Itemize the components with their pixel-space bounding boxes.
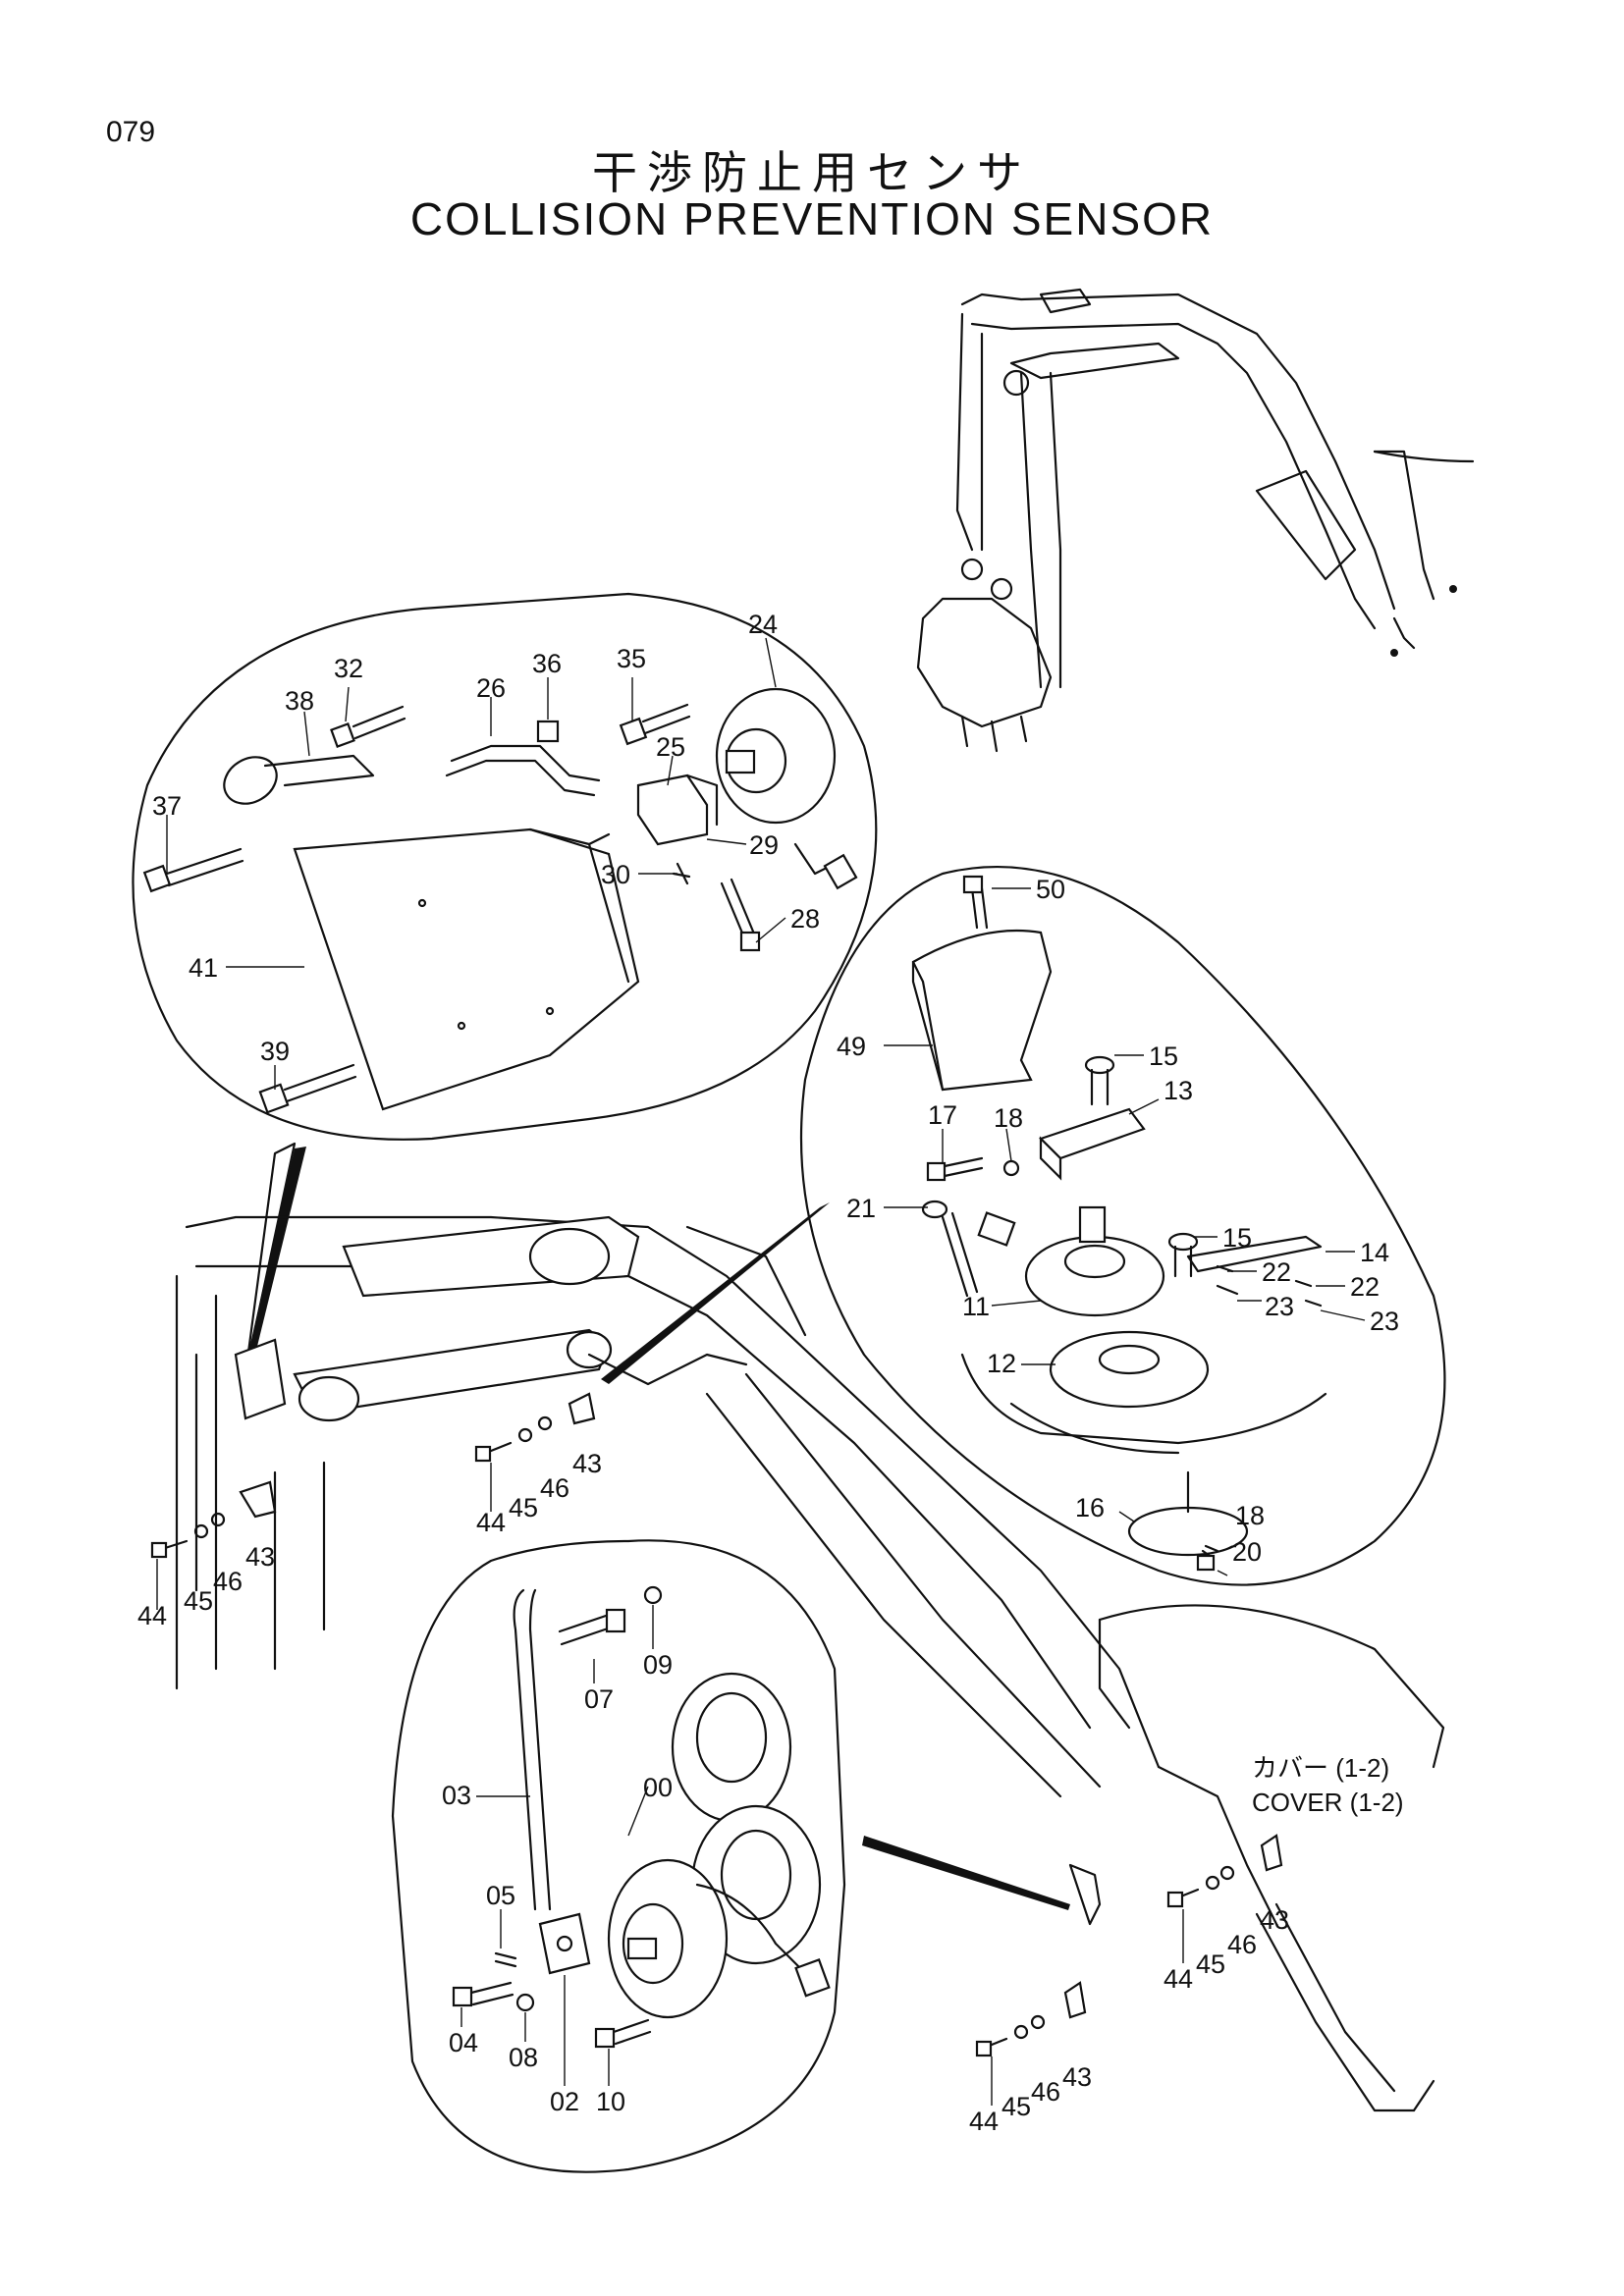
callout-43-right: 43 [1260, 1905, 1289, 1935]
callout-08: 08 [509, 2043, 538, 2072]
callout-43-bottom: 43 [1062, 2062, 1092, 2092]
callout-44-mid: 44 [476, 1508, 506, 1537]
callout-23-right: 23 [1370, 1307, 1399, 1336]
callout-03: 03 [442, 1781, 471, 1810]
callout-18-lower: 18 [1235, 1501, 1265, 1530]
callout-15-lower: 15 [1222, 1223, 1252, 1253]
callout-23-left: 23 [1265, 1292, 1294, 1321]
callout-20: 20 [1232, 1537, 1262, 1567]
callout-00: 00 [643, 1773, 673, 1802]
callout-26: 26 [476, 673, 506, 703]
callout-39: 39 [260, 1037, 290, 1066]
callout-30: 30 [601, 860, 630, 889]
callout-38: 38 [285, 686, 314, 716]
page-title-english: COLLISION PREVENTION SENSOR [409, 193, 1215, 244]
callout-04: 04 [449, 2028, 478, 2057]
callout-25: 25 [656, 732, 685, 762]
callout-35: 35 [617, 644, 646, 673]
callout-15-upper: 15 [1149, 1041, 1178, 1071]
callout-45-right: 45 [1196, 1949, 1225, 1979]
callout-36: 36 [532, 649, 562, 678]
detail-circle-right [601, 865, 1446, 1586]
callout-50: 50 [1036, 875, 1065, 904]
callout-18-upper: 18 [994, 1103, 1023, 1133]
callout-32: 32 [334, 654, 363, 683]
callout-45-mid: 45 [509, 1493, 538, 1522]
callout-43-left: 43 [245, 1542, 275, 1572]
callout-10: 10 [596, 2087, 625, 2116]
callout-45-left: 45 [184, 1586, 213, 1616]
main-boom-drawing [150, 1215, 1445, 2112]
callout-46-right: 46 [1227, 1930, 1257, 1959]
callout-13: 13 [1164, 1076, 1193, 1105]
cover-note-japanese: カバー (1-2) [1252, 1753, 1389, 1783]
callout-05: 05 [486, 1881, 515, 1910]
callout-14: 14 [1360, 1238, 1389, 1267]
callout-45-bottom: 45 [1001, 2092, 1031, 2121]
callout-16: 16 [1075, 1493, 1105, 1522]
arm-overview-drawing [916, 288, 1475, 753]
callout-17: 17 [928, 1100, 957, 1130]
callout-44-right: 44 [1164, 1964, 1193, 1994]
callout-46-left: 46 [213, 1567, 243, 1596]
callout-49: 49 [837, 1032, 866, 1061]
callout-46-bottom: 46 [1031, 2077, 1060, 2107]
callout-22-left: 22 [1262, 1257, 1291, 1287]
callout-46-mid: 46 [540, 1473, 569, 1503]
cover-note-english: COVER (1-2) [1252, 1788, 1404, 1817]
callout-07: 07 [584, 1684, 614, 1714]
callout-37: 37 [152, 791, 182, 821]
callout-43-mid: 43 [572, 1449, 602, 1478]
callout-11: 11 [962, 1292, 990, 1321]
callout-44-bottom: 44 [969, 2107, 999, 2136]
page-number: 079 [106, 116, 156, 148]
detail-circle-lower [391, 1539, 846, 2173]
callout-02: 02 [550, 2087, 579, 2116]
detail-circle-upper-left [132, 592, 878, 1376]
callout-22-right: 22 [1350, 1272, 1380, 1302]
callout-44-left: 44 [137, 1601, 167, 1630]
callout-09: 09 [643, 1650, 673, 1680]
callout-12: 12 [987, 1349, 1016, 1378]
page-title-japanese: 干渉防止用センサ [592, 146, 1032, 199]
callout-24: 24 [748, 610, 778, 639]
callout-28: 28 [790, 904, 820, 934]
callout-29: 29 [749, 830, 779, 860]
callout-41: 41 [189, 953, 218, 983]
callout-labels: 32 38 37 26 36 35 24 25 29 30 28 41 39 5… [137, 610, 1404, 2136]
callout-21: 21 [846, 1194, 876, 1223]
